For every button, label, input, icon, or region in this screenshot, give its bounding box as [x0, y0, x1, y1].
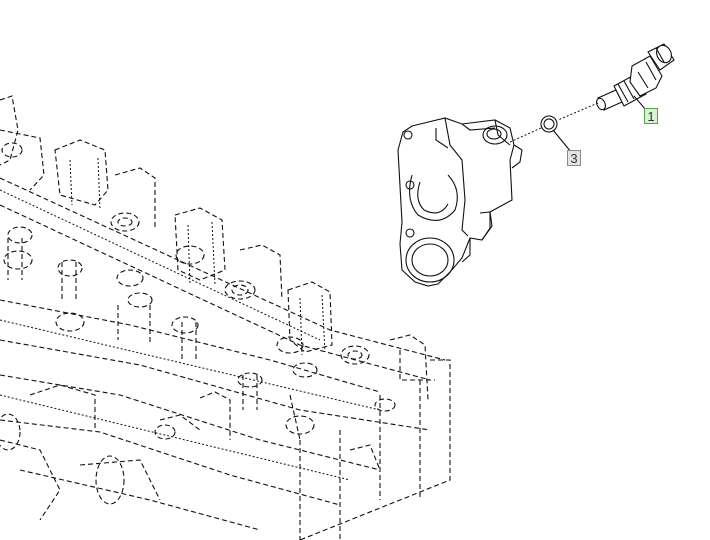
callout-3: 3 — [567, 150, 581, 166]
leader-line-1 — [633, 95, 647, 111]
thermostat-housing — [397, 117, 523, 287]
assembly-axis-line — [509, 102, 599, 143]
cylinder-head — [0, 95, 451, 540]
callout-1: 1 — [644, 108, 658, 124]
o-ring — [540, 115, 558, 133]
temperature-sender — [596, 43, 675, 111]
leader-line-3 — [552, 129, 572, 153]
